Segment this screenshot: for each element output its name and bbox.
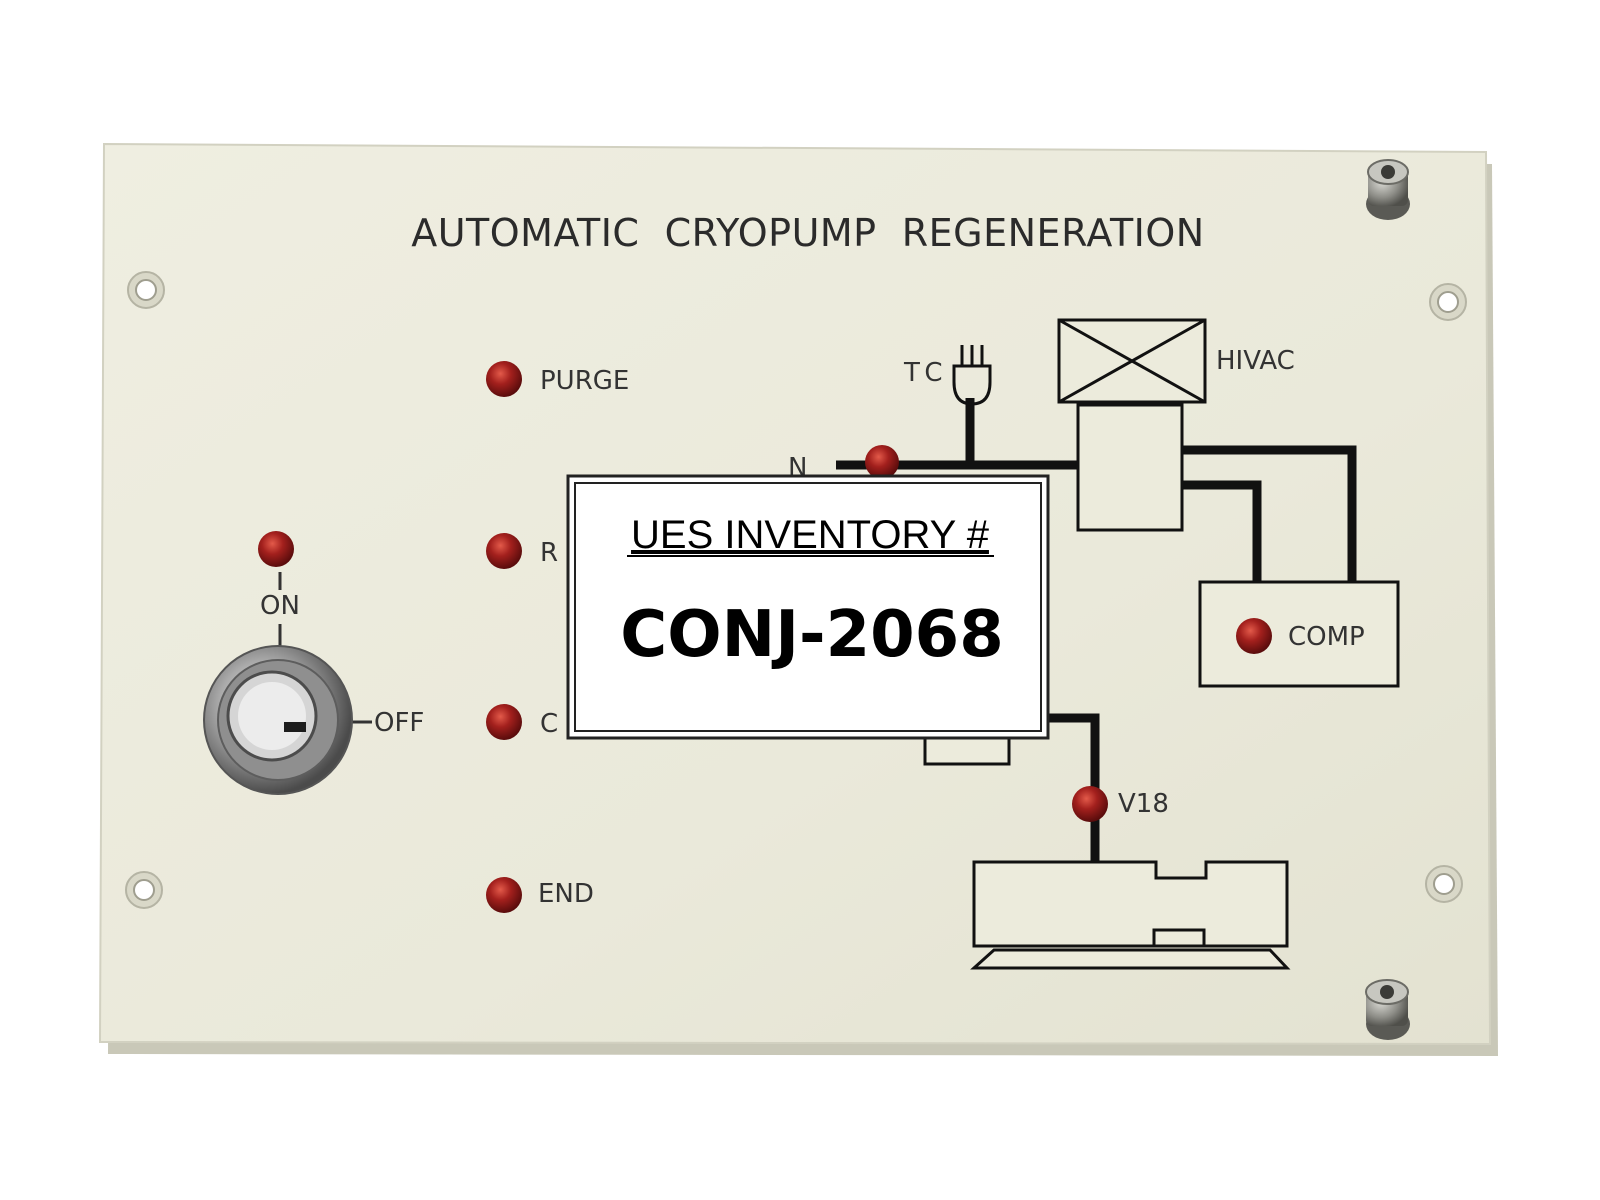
purge-label: PURGE [540, 366, 629, 396]
inventory-number: CONJ-2068 [620, 598, 1003, 672]
v18-led [1072, 786, 1108, 822]
cryopump-chamber-icon [970, 860, 1291, 970]
panel-title: AUTOMATIC CRYOPUMP REGENERATION [411, 211, 1204, 255]
cool-led [486, 704, 522, 740]
key-switch[interactable] [203, 645, 353, 795]
inventory-sticker: UES INVENTORY # CONJ-2068 [566, 474, 1050, 740]
end-led [486, 877, 522, 913]
inventory-heading: UES INVENTORY # [631, 513, 990, 557]
compressor-box: COMP [1198, 580, 1400, 688]
on-label: ON [260, 591, 300, 621]
comp-led [1236, 618, 1272, 654]
mounting-hole-top-right [1429, 283, 1467, 321]
comp-label: COMP [1288, 622, 1365, 652]
standoff-bottom-right [1365, 979, 1410, 1040]
rough-label: R [540, 538, 558, 568]
mounting-hole-bottom-left [125, 871, 163, 909]
tc-label: TC [903, 358, 949, 388]
v18-label: V18 [1118, 789, 1169, 819]
hivac-valve-icon [1057, 318, 1207, 532]
n-led [865, 445, 899, 479]
indicator-purge: PURGE [486, 361, 629, 397]
indicator-end: END [486, 877, 594, 913]
purge-led [486, 361, 522, 397]
indicator-cool: C [486, 704, 558, 740]
rough-led [486, 533, 522, 569]
indicator-rough: R [486, 533, 558, 569]
hivac-label: HIVAC [1216, 346, 1295, 376]
cool-label: C [540, 709, 558, 739]
standoff-top-right [1366, 159, 1410, 220]
key-slot-icon [284, 722, 306, 732]
off-label: OFF [374, 708, 424, 738]
key-switch-assembly: ON OFF [203, 531, 424, 795]
tc-plug-icon [952, 345, 992, 406]
mounting-hole-top-left [127, 271, 165, 309]
end-label: END [538, 879, 594, 909]
mounting-hole-bottom-right [1425, 865, 1463, 903]
power-led [258, 531, 294, 567]
